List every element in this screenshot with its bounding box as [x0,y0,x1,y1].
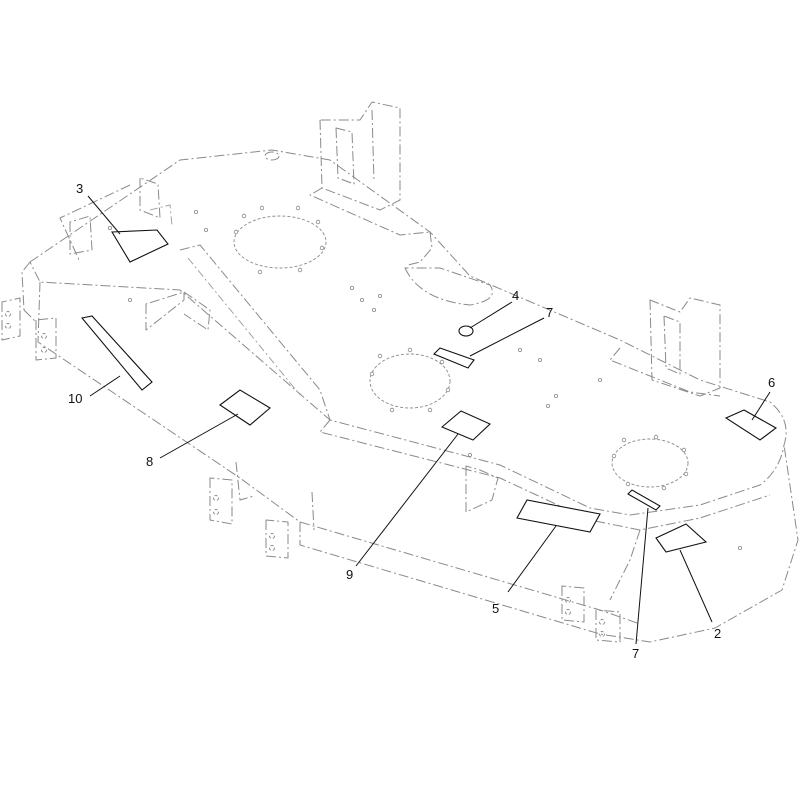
leader-10 [89,375,121,397]
leader-5 [507,525,557,593]
decal-10 [80,315,153,391]
leader-6 [751,391,771,421]
callout-9: 9 [346,567,353,582]
decal-9 [440,410,491,441]
leader-2 [679,549,713,623]
callout-3: 3 [76,181,83,196]
spindle-bolt-holes [108,205,743,551]
leader-4 [469,301,513,329]
leader-8 [159,413,239,459]
decal-7-lower [627,489,661,511]
leader-9 [355,433,459,567]
leader-3 [87,195,121,235]
callout-7-upper: 7 [546,305,553,320]
decal-5 [516,499,601,533]
leader-7-lower [635,507,649,645]
decal-7-upper [433,347,475,369]
decal-4 [458,325,474,337]
callout-10: 10 [68,391,82,406]
mower-deck-outline [1,101,799,643]
decal-3 [111,229,169,263]
leader-7-upper [469,317,545,357]
callout-8: 8 [146,454,153,469]
callout-labels: 2 3 4 5 6 7 7 8 9 10 [68,181,775,661]
decal-8 [219,389,271,426]
callout-6: 6 [768,375,775,390]
decals [80,229,778,553]
mount-lugs [1,177,621,643]
callout-7-lower: 7 [632,646,639,661]
decal-2 [655,523,708,553]
callout-4: 4 [512,288,519,303]
callout-5: 5 [492,601,499,616]
leader-lines [87,195,771,645]
decal-6 [724,409,778,441]
callout-2: 2 [714,626,721,641]
